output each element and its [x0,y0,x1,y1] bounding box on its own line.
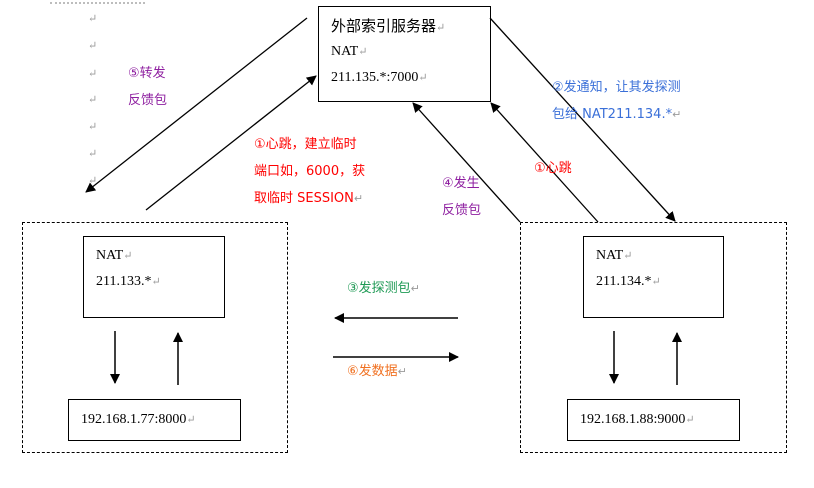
paragraph-mark: ↵ [88,12,98,25]
paragraph-mark: ↵ [88,93,98,106]
paragraph-mark: ↵ [623,250,633,262]
paragraph-mark: ↵ [397,365,407,378]
step1-left-line1: ①心跳，建立临时 [254,137,357,152]
step3-text: ③发探测包 [347,281,411,296]
arrow-step5-forward-feedback [85,17,308,193]
paragraph-mark: ↵ [358,46,368,58]
paragraph-mark: ↵ [123,250,133,262]
paragraph-mark: ↵ [151,276,161,288]
arrow-step1-right-heartbeat [490,102,599,223]
step6-text: ⑥发数据 [347,364,398,379]
paragraph-mark: ↵ [651,276,661,288]
step1-left-label: ①心跳，建立临时 端口如，6000，获 取临时 SESSION↵ [254,131,365,212]
right-peer-network [520,222,787,453]
paragraph-mark: ↵ [418,72,428,84]
step4-line1: ④发生 [442,176,480,191]
paragraph-mark: ↵ [88,67,98,80]
arrow-step1-left-heartbeat [145,75,317,211]
paragraph-mark: ↵ [88,120,98,133]
server-nat-label: NAT [331,44,359,59]
right-host-box: 192.168.1.88:9000↵ [567,399,740,441]
step5-line1: ⑤转发 [128,66,166,81]
paragraph-mark: ↵ [672,108,682,121]
left-nat-address: 211.133.* [96,274,152,289]
left-nat-box: NAT↵ 211.133.*↵ [83,236,225,318]
step2-line1: ②发通知，让其发探测 [552,80,681,95]
paragraph-mark: ↵ [436,21,446,34]
paragraph-mark: ↵ [353,192,364,205]
right-nat-label: NAT [596,248,624,263]
paragraph-mark: ↵ [88,174,98,187]
step2-label: ②发通知，让其发探测 包给 NAT211.134.*↵ [552,74,681,128]
step4-label: ④发生 反馈包 [442,170,481,224]
right-nat-address: 211.134.* [596,274,652,289]
server-address: 211.135.*:7000 [331,70,419,85]
step1-right-label: ①心跳 [534,161,572,176]
step5-label: ⑤转发 反馈包 [128,60,167,114]
arrow-step4-feedback [412,102,521,223]
server-title: 外部索引服务器 [331,17,437,35]
index-server-box: 外部索引服务器↵ NAT↵ 211.135.*:7000↵ [318,6,491,102]
right-host-address: 192.168.1.88:9000 [580,412,686,427]
step2-line2: 包给 NAT211.134.* [552,107,673,122]
cropped-header-text [50,0,145,4]
step1-left-line2: 端口如，6000，获 [254,164,366,179]
left-host-box: 192.168.1.77:8000↵ [68,399,241,441]
step3-label: ③发探测包↵ [347,275,420,302]
left-host-address: 192.168.1.77:8000 [81,412,187,427]
arrow-step2-notify [489,17,676,222]
left-peer-network [22,222,288,453]
step1-left-line3: 取临时 SESSION [254,191,354,206]
step6-label: ⑥发数据↵ [347,358,407,385]
step5-line2: 反馈包 [128,93,168,108]
right-nat-box: NAT↵ 211.134.*↵ [583,236,724,318]
paragraph-mark: ↵ [186,414,196,426]
step4-line2: 反馈包 [442,203,482,218]
paragraph-mark: ↵ [88,147,98,160]
left-nat-label: NAT [96,248,124,263]
paragraph-mark: ↵ [685,414,695,426]
paragraph-mark: ↵ [88,39,98,52]
paragraph-mark: ↵ [410,282,420,295]
